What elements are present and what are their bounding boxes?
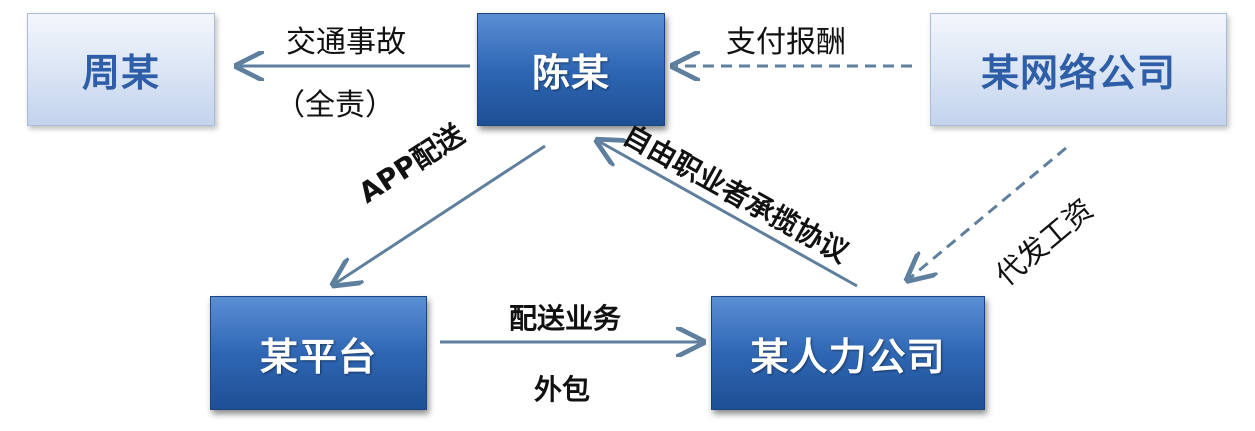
label-accident: 交通事故 <box>286 25 406 60</box>
label-pay-reward: 支付报酬 <box>726 25 846 60</box>
node-hr-company-label: 某人力公司 <box>750 334 946 379</box>
arrow-hr-to-chen <box>600 142 858 288</box>
label-delivery-business: 配送业务 <box>509 302 622 335</box>
label-full-liability: （全责） <box>275 88 395 123</box>
arrow-network-to-hr <box>910 146 1067 278</box>
arrow-chen-to-platform <box>336 144 546 283</box>
node-network-company: 某网络公司 <box>930 13 1227 126</box>
node-hr-company: 某人力公司 <box>711 296 985 410</box>
node-zhou-label: 周某 <box>81 51 160 95</box>
node-zhou: 周某 <box>27 13 215 126</box>
node-network-company-label: 某网络公司 <box>980 51 1176 95</box>
node-platform-label: 某平台 <box>259 334 377 379</box>
label-outsource: 外包 <box>534 373 591 406</box>
node-chen: 陈某 <box>477 13 665 126</box>
node-platform: 某平台 <box>210 296 427 410</box>
node-chen-label: 陈某 <box>531 51 610 95</box>
